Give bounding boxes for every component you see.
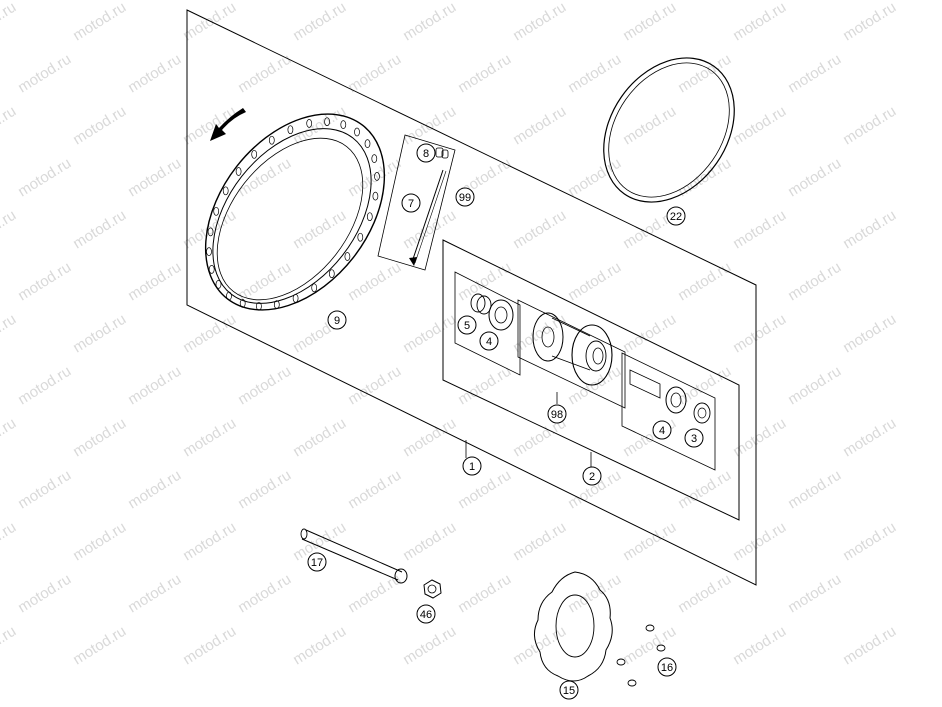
rim-spoke-hole bbox=[208, 265, 215, 274]
left-bearing-panel bbox=[454, 271, 521, 376]
callout-15[interactable]: 15 bbox=[559, 680, 579, 700]
rim-spoke-holes bbox=[206, 117, 380, 311]
hub-drawing bbox=[532, 312, 613, 386]
callout-9[interactable]: 9 bbox=[327, 310, 347, 330]
leader-lines bbox=[465, 392, 592, 468]
callout-layer: 1 2 3 4 4 5 7 8 9 15 16 17 22 46 98 99 bbox=[307, 143, 704, 700]
rim-spoke-hole bbox=[256, 301, 262, 311]
rim-spoke-hole bbox=[344, 252, 351, 261]
spoke-panel bbox=[377, 134, 456, 271]
callout-22-label: 22 bbox=[670, 211, 682, 223]
rim-spoke-hole bbox=[372, 191, 379, 201]
axle-nut-drawing bbox=[423, 579, 442, 599]
callout-17[interactable]: 17 bbox=[307, 552, 327, 572]
rim-spoke-hole bbox=[366, 212, 373, 222]
rim-spoke-hole bbox=[207, 227, 214, 237]
callout-7[interactable]: 7 bbox=[401, 193, 421, 213]
rim-spoke-hole bbox=[226, 291, 232, 301]
callout-5[interactable]: 5 bbox=[457, 315, 477, 335]
hub-assembly-panel bbox=[442, 239, 740, 521]
callout-9-label: 9 bbox=[334, 315, 340, 327]
right-bearing-panel bbox=[621, 352, 716, 471]
rim-spoke-hole bbox=[239, 299, 246, 308]
rim-spoke-hole bbox=[206, 247, 212, 256]
rim-spoke-hole bbox=[292, 293, 299, 303]
callout-3[interactable]: 3 bbox=[684, 428, 704, 448]
callout-4-left-label: 4 bbox=[486, 336, 492, 348]
callout-8[interactable]: 8 bbox=[416, 143, 436, 163]
rim-spoke-hole bbox=[371, 154, 378, 163]
rim-spoke-hole bbox=[222, 186, 229, 196]
callout-3-label: 3 bbox=[691, 433, 697, 445]
rim-spoke-hole bbox=[364, 139, 371, 148]
callout-4-right[interactable]: 4 bbox=[652, 420, 672, 440]
rim-spoke-hole bbox=[251, 149, 258, 159]
callout-2-label: 2 bbox=[589, 471, 595, 483]
rim-spoke-hole bbox=[357, 232, 364, 242]
callout-8-label: 8 bbox=[423, 148, 429, 160]
rim-spoke-hole bbox=[213, 206, 220, 216]
callout-46-label: 46 bbox=[420, 609, 432, 621]
rim-spoke-hole bbox=[273, 300, 280, 309]
axle-drawing bbox=[300, 528, 408, 584]
callout-22[interactable]: 22 bbox=[666, 206, 686, 226]
brake-disc-drawing bbox=[534, 571, 613, 682]
callout-99[interactable]: 99 bbox=[455, 187, 475, 207]
rim-spoke-hole bbox=[311, 283, 318, 293]
rim-spoke-hole bbox=[235, 167, 242, 176]
callout-4-left[interactable]: 4 bbox=[479, 331, 499, 351]
rim-spoke-hole bbox=[324, 117, 330, 127]
callout-15-label: 15 bbox=[563, 685, 575, 697]
rim-spoke-hole bbox=[306, 119, 313, 128]
callout-1[interactable]: 1 bbox=[462, 456, 482, 476]
rim-spoke-hole bbox=[354, 127, 360, 137]
rim-spoke-hole bbox=[287, 125, 294, 135]
rim-spoke-hole bbox=[340, 120, 347, 129]
callout-17-label: 17 bbox=[311, 557, 323, 569]
callout-7-label: 7 bbox=[408, 198, 414, 210]
wheel-assembly-panel bbox=[186, 9, 757, 586]
callout-1-label: 1 bbox=[469, 461, 475, 473]
rim-spoke-hole bbox=[268, 135, 275, 145]
disc-bolts-drawing bbox=[616, 624, 666, 687]
left-spacer-bearing-drawing bbox=[470, 293, 514, 331]
callout-5-label: 5 bbox=[464, 320, 470, 332]
callout-46[interactable]: 46 bbox=[416, 604, 436, 624]
rim-spoke-hole bbox=[215, 280, 222, 289]
rim-drawing bbox=[204, 113, 386, 311]
callout-98[interactable]: 98 bbox=[547, 404, 567, 424]
right-spacer-bearing-drawing bbox=[629, 369, 711, 424]
rim-tape-drawing bbox=[603, 57, 735, 203]
rim-spoke-hole bbox=[374, 172, 380, 181]
callout-4-right-label: 4 bbox=[659, 425, 665, 437]
callout-16[interactable]: 16 bbox=[657, 657, 677, 677]
callout-16-label: 16 bbox=[661, 662, 673, 674]
callout-99-label: 99 bbox=[459, 192, 471, 204]
callout-2[interactable]: 2 bbox=[582, 466, 602, 486]
rim-spoke-hole bbox=[328, 269, 335, 279]
spoke-drawing bbox=[409, 147, 449, 266]
callout-98-label: 98 bbox=[551, 409, 563, 421]
rotation-direction-arrow-icon bbox=[210, 108, 246, 141]
hub-panel bbox=[517, 299, 626, 409]
